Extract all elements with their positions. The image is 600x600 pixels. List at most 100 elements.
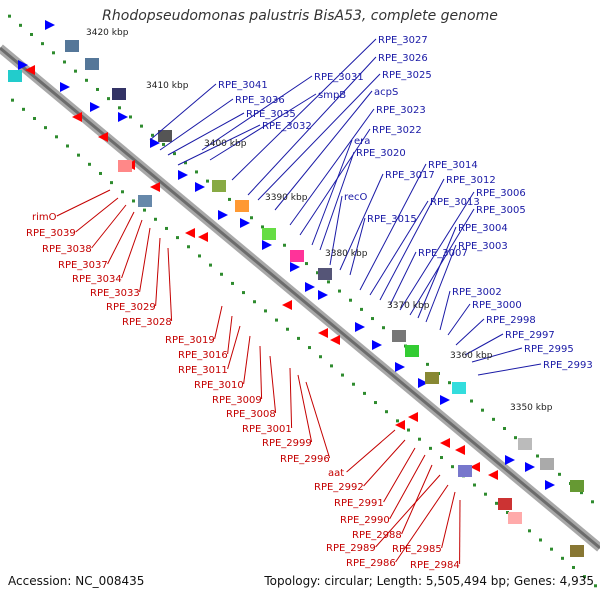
leader-line bbox=[389, 251, 417, 306]
gc-dot bbox=[165, 226, 168, 230]
reverse-gene bbox=[185, 228, 195, 238]
gene-block bbox=[405, 345, 419, 357]
leader-line bbox=[329, 195, 343, 266]
gc-dot bbox=[231, 281, 234, 285]
forward-gene-label: recO bbox=[344, 192, 368, 203]
reverse-gene-label: RPE_2992 bbox=[314, 482, 364, 493]
gc-dot bbox=[451, 465, 454, 469]
forward-gene bbox=[60, 82, 70, 92]
reverse-gene-label: RPE_3008 bbox=[226, 409, 276, 420]
leader-line bbox=[227, 325, 241, 370]
gene-block bbox=[290, 250, 304, 262]
reverse-gene bbox=[72, 112, 82, 122]
gc-dot bbox=[151, 133, 154, 137]
reverse-gene bbox=[198, 232, 208, 242]
kbp-tick-label: 3400 kbp bbox=[204, 139, 247, 149]
gc-dot bbox=[206, 179, 209, 183]
leader-line bbox=[363, 439, 406, 487]
gc-dot bbox=[99, 171, 102, 175]
gc-dot bbox=[341, 373, 344, 377]
gc-dot bbox=[110, 181, 113, 185]
gc-dot bbox=[286, 327, 289, 331]
kbp-tick-label: 3390 kbp bbox=[265, 193, 308, 203]
forward-gene bbox=[150, 138, 160, 148]
gc-dot bbox=[594, 584, 597, 588]
gene-block bbox=[212, 180, 226, 192]
leader-line bbox=[121, 219, 143, 279]
leader-line bbox=[447, 303, 471, 336]
forward-gene-label: RPE_3027 bbox=[378, 35, 428, 46]
leader-line bbox=[409, 208, 475, 316]
reverse-gene-label: RPE_2999 bbox=[262, 438, 312, 449]
leader-line bbox=[167, 247, 173, 322]
gc-dot bbox=[283, 243, 286, 247]
reverse-gene-label: RPE_3037 bbox=[58, 260, 108, 271]
gene-block bbox=[425, 372, 439, 384]
gc-dot bbox=[195, 170, 198, 174]
gc-dot bbox=[481, 408, 484, 412]
leader-line bbox=[375, 474, 441, 548]
gc-dot bbox=[514, 436, 517, 440]
gc-dot bbox=[503, 426, 506, 430]
forward-gene-label: RPE_3005 bbox=[476, 205, 526, 216]
forward-gene-label: RPE_2998 bbox=[486, 315, 536, 326]
leader-line bbox=[379, 178, 445, 301]
forward-gene bbox=[195, 182, 205, 192]
gene-block bbox=[8, 70, 22, 82]
gc-dot bbox=[22, 107, 25, 111]
forward-gene bbox=[395, 362, 405, 372]
gc-dot bbox=[484, 492, 487, 496]
leader-line bbox=[369, 200, 429, 296]
reverse-gene-label: RPE_3029 bbox=[106, 302, 156, 313]
reverse-gene-label: RPE_3016 bbox=[178, 350, 228, 361]
gene-block bbox=[158, 130, 172, 142]
gc-dot bbox=[33, 116, 36, 120]
gc-dot bbox=[228, 197, 231, 201]
leader-line bbox=[214, 305, 223, 340]
reverse-gene-label: RPE_3010 bbox=[194, 380, 244, 391]
gene-block bbox=[570, 480, 584, 492]
reverse-gene bbox=[440, 438, 450, 448]
leader-line bbox=[75, 197, 119, 233]
reverse-gene-label: RPE_3038 bbox=[42, 244, 92, 255]
forward-gene-label: smpB bbox=[318, 90, 346, 101]
gc-dot bbox=[305, 262, 308, 266]
gene-block bbox=[518, 438, 532, 450]
gc-dot bbox=[327, 280, 330, 284]
gc-dot bbox=[550, 547, 553, 551]
forward-gene bbox=[525, 462, 535, 472]
leader-line bbox=[359, 163, 427, 291]
gc-dot bbox=[30, 32, 33, 36]
reverse-gene bbox=[488, 470, 498, 480]
reverse-gene-label: RPE_3019 bbox=[165, 335, 215, 346]
gene-block bbox=[392, 330, 406, 342]
reverse-gene-label: RPE_2991 bbox=[334, 498, 384, 509]
forward-gene bbox=[45, 20, 55, 30]
leader-line bbox=[209, 93, 317, 161]
gc-dot bbox=[371, 317, 374, 321]
gc-dot bbox=[129, 115, 132, 119]
forward-gene bbox=[418, 378, 428, 388]
gc-dot bbox=[495, 501, 498, 505]
forward-gene-label: RPE_2995 bbox=[524, 344, 574, 355]
leader-line bbox=[289, 367, 293, 429]
gc-dot bbox=[184, 161, 187, 165]
gene-block bbox=[458, 465, 472, 477]
leader-line bbox=[349, 217, 366, 276]
map-title: Rhodopseudomonas palustris BisA53, compl… bbox=[102, 8, 498, 24]
gc-dot bbox=[220, 272, 223, 276]
reverse-gene-label: RPE_3009 bbox=[212, 395, 262, 406]
reverse-gene bbox=[455, 445, 465, 455]
kbp-tick-label: 3410 kbp bbox=[146, 81, 189, 91]
gc-dot bbox=[591, 500, 594, 504]
forward-gene-label: RPE_3002 bbox=[452, 287, 502, 298]
reverse-gene-label: RPE_2989 bbox=[326, 543, 376, 554]
forward-gene bbox=[90, 102, 100, 112]
gc-dot bbox=[580, 491, 583, 495]
gc-dot bbox=[162, 142, 165, 146]
reverse-gene-label: RPE_3028 bbox=[122, 317, 172, 328]
gc-dot bbox=[198, 254, 201, 258]
leader-line bbox=[243, 335, 251, 385]
leader-line bbox=[259, 345, 263, 400]
